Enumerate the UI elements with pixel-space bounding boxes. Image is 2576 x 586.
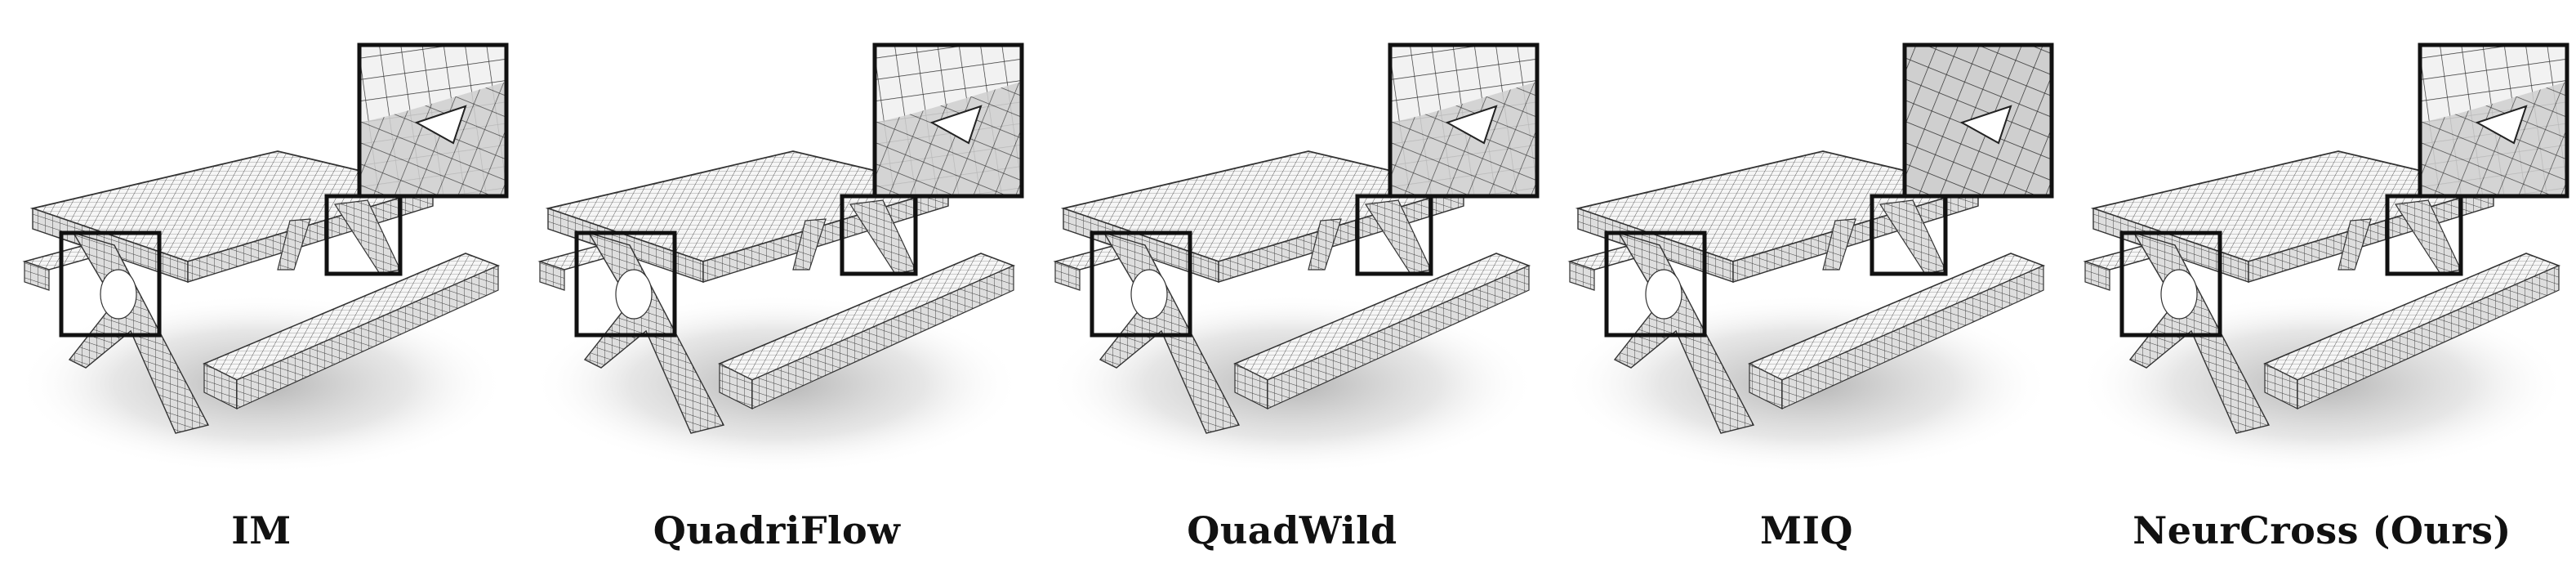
method-label: NeurCross (Ours) bbox=[2133, 508, 2511, 552]
panel-miq: MIQ bbox=[1553, 0, 2060, 586]
picnic-table-render bbox=[532, 42, 1024, 474]
method-label: IM bbox=[231, 508, 292, 552]
picnic-table-render bbox=[16, 42, 509, 474]
zoom-inset bbox=[1902, 42, 2054, 199]
panel-quadriflow: QuadriFlow bbox=[524, 0, 1030, 586]
zoom-callout-box-leg bbox=[1090, 230, 1192, 338]
picnic-table-render bbox=[1562, 42, 2054, 474]
zoom-inset bbox=[872, 42, 1024, 199]
method-label: MIQ bbox=[1759, 508, 1853, 552]
panel-neurcross: NeurCross (Ours) bbox=[2069, 0, 2575, 586]
panel-im: IM bbox=[8, 0, 515, 586]
zoom-callout-box-leg bbox=[59, 230, 162, 338]
zoom-callout-box-leg bbox=[574, 230, 677, 338]
zoom-callout-box-leg bbox=[2119, 230, 2222, 338]
panel-quadwild: QuadWild bbox=[1039, 0, 1545, 586]
front-bench bbox=[1233, 253, 1531, 409]
method-label: QuadriFlow bbox=[653, 508, 901, 552]
method-label: QuadWild bbox=[1187, 508, 1397, 552]
picnic-table-render bbox=[1047, 42, 1540, 474]
front-bench bbox=[2263, 253, 2561, 409]
zoom-callout-box-leg bbox=[1604, 230, 1707, 338]
zoom-inset bbox=[2418, 42, 2569, 199]
picnic-table-render bbox=[2077, 42, 2569, 474]
front-bench bbox=[1748, 253, 2046, 409]
front-bench bbox=[718, 253, 1016, 409]
zoom-inset bbox=[1388, 42, 1540, 199]
front-bench bbox=[203, 253, 501, 409]
zoom-inset bbox=[357, 42, 509, 199]
